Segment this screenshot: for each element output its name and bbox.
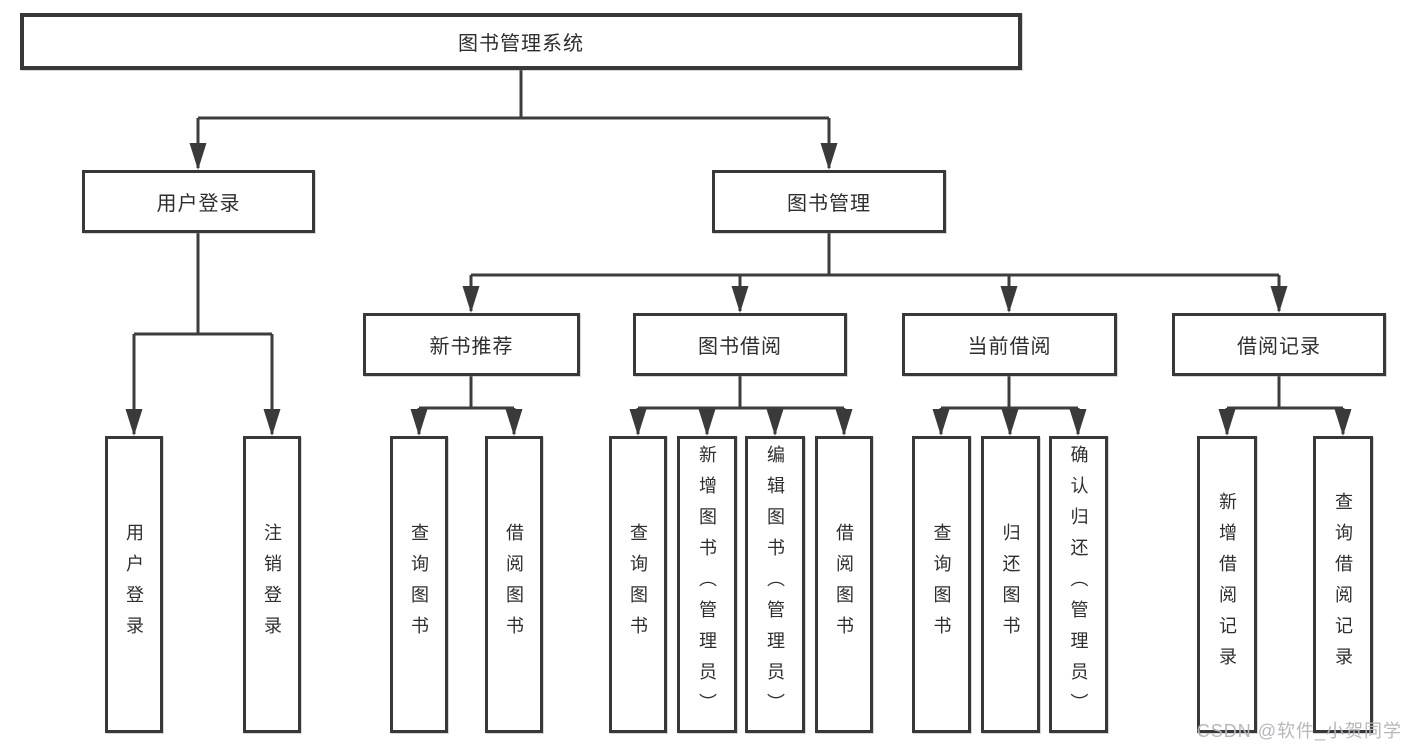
node-label: 编辑图书（管理员）: [765, 445, 785, 724]
node-borrowing-records: 借阅记录: [1172, 313, 1386, 376]
node-label: 新书推荐: [429, 336, 514, 358]
node-label: 注销登录: [262, 522, 282, 647]
leaf-user-login: 用户登录: [105, 436, 163, 733]
leaf-records-query-record: 查询借阅记录: [1313, 436, 1373, 733]
node-book-borrowing: 图书借阅: [633, 313, 847, 376]
leaf-current-query-books: 查询图书: [912, 436, 971, 733]
leaf-logout: 注销登录: [243, 436, 301, 733]
node-user-login: 用户登录: [82, 170, 315, 233]
node-label: 查询借阅记录: [1333, 491, 1353, 678]
leaf-newbook-borrow-books: 借阅图书: [485, 436, 543, 733]
leaf-borrow-query-books: 查询图书: [609, 436, 667, 733]
node-book-management: 图书管理: [712, 170, 946, 233]
leaf-borrow-edit-books-admin: 编辑图书（管理员）: [745, 436, 805, 733]
node-label: 用户登录: [124, 522, 144, 647]
leaf-newbook-query-books: 查询图书: [390, 436, 448, 733]
leaf-borrow-borrow-books: 借阅图书: [815, 436, 873, 733]
node-label: 图书管理: [787, 193, 871, 215]
csdn-watermark: CSDN @软件_小贺同学: [1196, 721, 1402, 741]
node-label: 查询图书: [931, 522, 952, 647]
leaf-current-return-books: 归还图书: [981, 436, 1040, 733]
leaf-current-confirm-return-admin: 确认归还（管理员）: [1049, 436, 1108, 733]
leaf-records-add-record: 新增借阅记录: [1197, 436, 1257, 733]
node-new-book-recommend: 新书推荐: [363, 313, 580, 376]
node-label: 图书借阅: [698, 336, 782, 358]
node-current-borrowing: 当前借阅: [902, 313, 1117, 376]
node-label: 借阅图书: [504, 522, 524, 647]
connector-lines: [132, 70, 1345, 434]
node-label: 查询图书: [628, 522, 648, 647]
node-label: 新增借阅记录: [1217, 491, 1237, 678]
node-label: 确认归还（管理员）: [1068, 445, 1089, 724]
node-label: 用户登录: [156, 193, 241, 215]
node-label: 借阅图书: [834, 522, 854, 647]
node-label: 当前借阅: [967, 336, 1052, 358]
node-root-library-system: 图书管理系统: [20, 13, 1022, 70]
leaf-borrow-add-books-admin: 新增图书（管理员）: [677, 436, 737, 733]
node-label: 新增图书（管理员）: [697, 445, 717, 724]
node-label: 归还图书: [1000, 522, 1021, 647]
node-label: 借阅记录: [1237, 336, 1321, 358]
node-label: 查询图书: [409, 522, 429, 647]
node-label: 图书管理系统: [458, 33, 584, 55]
